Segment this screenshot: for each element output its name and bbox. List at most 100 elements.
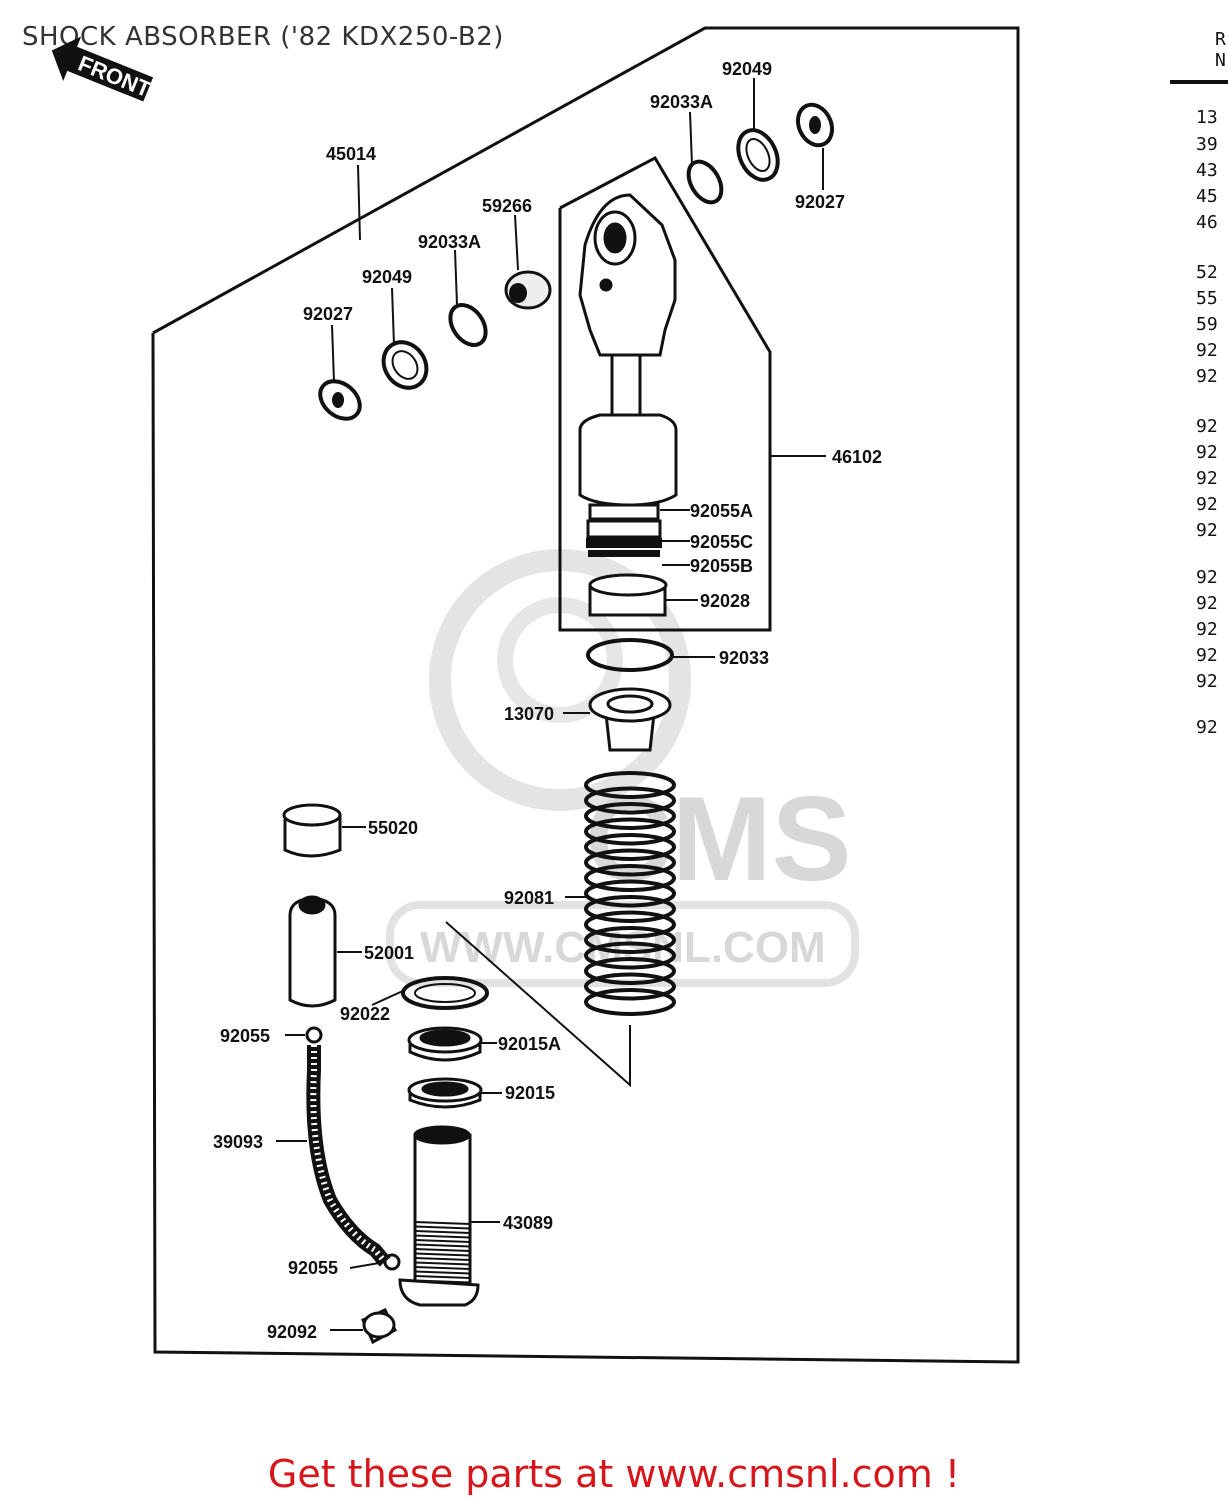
part-label-92028[interactable]: 92028 — [700, 591, 750, 611]
front-arrow: FRONT — [51, 36, 155, 102]
part-label-43089[interactable]: 43089 — [503, 1213, 553, 1233]
thread-line — [414, 1279, 471, 1284]
ref-entry: 52 — [1196, 262, 1218, 283]
ref-entry: 13 — [1196, 107, 1218, 128]
part-label-13070[interactable]: 13070 — [504, 704, 554, 724]
part-label-55020[interactable]: 55020 — [368, 818, 418, 838]
thread-line — [414, 1270, 471, 1275]
part-label-46102[interactable]: 46102 — [832, 447, 882, 467]
ref-entry: 46 — [1196, 212, 1218, 233]
ref-entry: 92 — [1196, 442, 1218, 463]
part-label-92092[interactable]: 92092 — [267, 1322, 317, 1342]
part-label-92055A[interactable]: 92055A — [690, 501, 753, 521]
thread-lines-43089 — [414, 1221, 471, 1284]
ref-column: 1339434546525559929292929292929292929292… — [1196, 107, 1218, 738]
part-label-92055C[interactable]: 92055C — [690, 532, 753, 552]
spring-coil — [584, 988, 676, 1016]
ref-header-n: N — [1215, 50, 1226, 71]
nut-92015 — [407, 1077, 483, 1109]
bladder-52001 — [288, 895, 337, 1008]
spring-coil — [584, 817, 676, 846]
thread-line — [414, 1261, 471, 1266]
circlip-92033 — [586, 638, 674, 672]
washer-92022 — [401, 976, 489, 1010]
spring-coil — [584, 833, 676, 861]
page-title: SHOCK ABSORBER ('82 KDX250-B2) — [22, 22, 504, 52]
ref-entry: 39 — [1196, 134, 1218, 155]
ref-entry: 92 — [1196, 416, 1218, 437]
part-label-45014[interactable]: 45014 — [326, 144, 376, 164]
part-label-92055b[interactable]: 92055 — [288, 1258, 338, 1278]
part-label-92027b[interactable]: 92027 — [303, 304, 353, 324]
part-label-39093[interactable]: 39093 — [213, 1132, 263, 1152]
oring-92055-bottom — [383, 1253, 401, 1271]
spring-coil — [584, 864, 676, 892]
thread-line — [414, 1230, 471, 1234]
circlip-92033A-left — [448, 303, 488, 347]
spring-92081 — [584, 771, 676, 1016]
part-label-92015A[interactable]: 92015A — [498, 1034, 561, 1054]
washer-92027-top — [795, 102, 835, 148]
part-label-92033Aa[interactable]: 92033A — [650, 92, 713, 112]
part-label-92015[interactable]: 92015 — [505, 1083, 555, 1103]
part-label-92027a[interactable]: 92027 — [795, 192, 845, 212]
shock-body-46102 — [578, 193, 678, 617]
part-label-92081[interactable]: 92081 — [504, 888, 554, 908]
spring-coil — [584, 771, 676, 799]
thread-line — [414, 1257, 471, 1261]
spring-coil — [584, 802, 676, 830]
ref-entry: 92 — [1196, 593, 1218, 614]
ref-entry: 92 — [1196, 671, 1218, 692]
thread-line — [414, 1234, 471, 1239]
ref-entry: 59 — [1196, 314, 1218, 335]
thread-line — [414, 1221, 471, 1225]
cap-92092 — [361, 1308, 397, 1345]
nut-92015A — [407, 1026, 483, 1062]
hose-39093 — [306, 1045, 391, 1267]
part-label-92033Ab[interactable]: 92033A — [418, 232, 481, 252]
ref-entry: 92 — [1196, 468, 1218, 489]
spring-coil — [584, 926, 676, 954]
thread-line — [414, 1243, 471, 1248]
ref-entry: 92 — [1196, 340, 1218, 361]
ref-entry: 92 — [1196, 520, 1218, 541]
circlip-92033A-top — [686, 159, 724, 205]
ref-entry: 92 — [1196, 366, 1218, 387]
thread-line — [414, 1275, 471, 1279]
part-label-92049a[interactable]: 92049 — [722, 59, 772, 79]
part-label-52001[interactable]: 52001 — [364, 943, 414, 963]
ref-entry: 55 — [1196, 288, 1218, 309]
ref-entry: 92 — [1196, 717, 1218, 738]
part-labels: 450149204992033A920275926692033A92049920… — [213, 59, 882, 1342]
spring-coil — [584, 848, 676, 877]
thread-line — [414, 1239, 471, 1243]
frame-46102 — [558, 156, 772, 632]
part-label-92033[interactable]: 92033 — [719, 648, 769, 668]
ref-entry: 92 — [1196, 619, 1218, 640]
ref-entry: 45 — [1196, 186, 1218, 207]
ref-entry: 92 — [1196, 494, 1218, 515]
spring-coil — [584, 786, 676, 815]
footer-link-text[interactable]: Get these parts at www.cmsnl.com ! — [267, 1452, 961, 1496]
washer-92027-left — [318, 379, 362, 421]
part-label-92055B[interactable]: 92055B — [690, 556, 753, 576]
frame-45014 — [151, 26, 1020, 1364]
spring-coil — [584, 910, 676, 939]
washer-92049-left — [381, 340, 429, 390]
thread-line — [414, 1248, 471, 1252]
part-label-92055a[interactable]: 92055 — [220, 1026, 270, 1046]
part-label-92022[interactable]: 92022 — [340, 1004, 390, 1024]
spring-coil — [584, 941, 676, 970]
part-label-92049b[interactable]: 92049 — [362, 267, 412, 287]
part-label-59266[interactable]: 59266 — [482, 196, 532, 216]
thread-line — [414, 1225, 471, 1230]
ref-entry: 43 — [1196, 160, 1218, 181]
thread-line — [414, 1252, 471, 1257]
bushing-59266 — [504, 270, 552, 310]
spring-coil — [584, 972, 676, 1001]
spring-coil — [584, 879, 676, 908]
oring-92055-top — [305, 1026, 323, 1044]
ref-header-r: R — [1215, 29, 1226, 50]
